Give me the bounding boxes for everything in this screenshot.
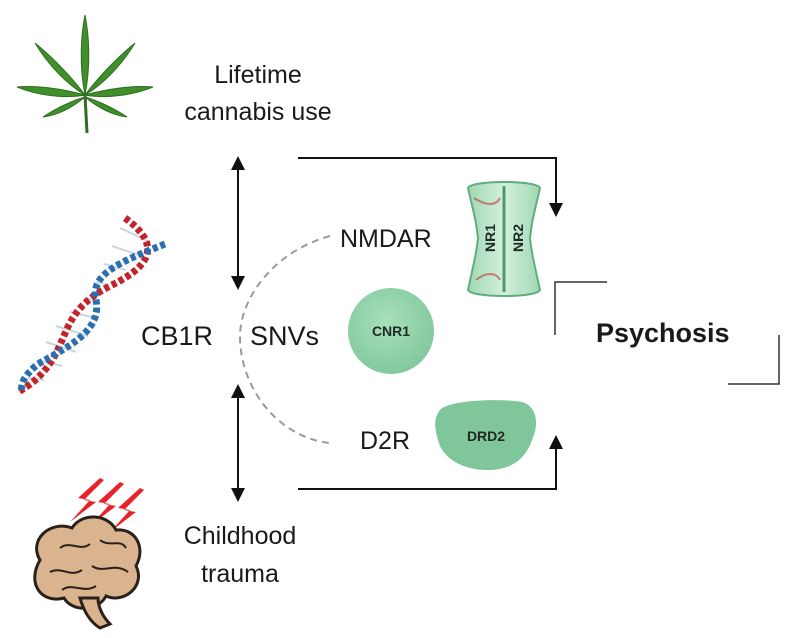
drd2-label: DRD2	[467, 428, 505, 444]
drd2-protein: DRD2	[435, 400, 537, 470]
nmdar-receptor-icon: NR1 NR2	[466, 181, 542, 297]
nmdar-label: NMDAR	[340, 225, 432, 253]
psychosis-bracket-top	[554, 281, 607, 335]
cnr1-protein: CNR1	[348, 288, 434, 374]
cannabis-label-line2: cannabis use	[184, 98, 331, 126]
cannabis-label-line1: Lifetime	[214, 61, 302, 89]
psychosis-bracket-bottom	[728, 335, 780, 385]
top-path-arrow	[298, 157, 563, 217]
trauma-label-line2: trauma	[201, 560, 279, 588]
cnr1-label: CNR1	[372, 323, 410, 339]
cannabis-leaf-icon	[16, 14, 154, 134]
trauma-label-line1: Childhood	[184, 522, 297, 550]
brain-icon	[33, 515, 142, 630]
d2r-label: D2R	[360, 427, 410, 455]
psychosis-label: Psychosis	[596, 318, 730, 348]
bottom-path-arrow	[298, 435, 563, 490]
lightning-icon	[70, 478, 144, 532]
snv-dashed-arc	[238, 235, 331, 444]
nr1-label: NR1	[482, 224, 498, 252]
nr2-label: NR2	[510, 224, 526, 252]
cb1r-label: CB1R	[141, 321, 213, 351]
snvs-label: SNVs	[250, 321, 319, 351]
dna-helix-icon	[16, 215, 167, 396]
